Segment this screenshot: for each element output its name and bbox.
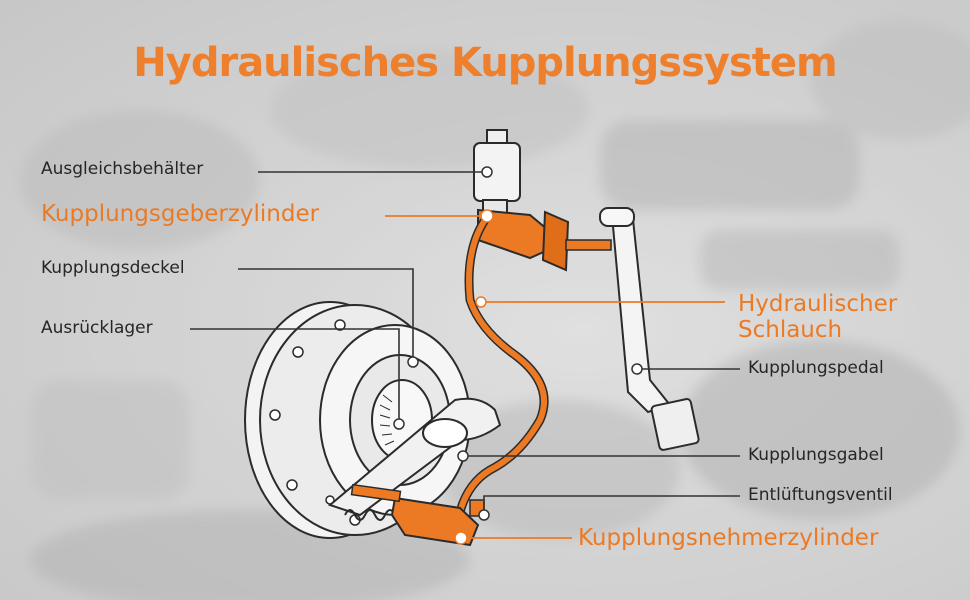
pedal-arm: [610, 208, 672, 414]
label-kupplungspedal: Kupplungspedal: [748, 358, 884, 378]
page-title: Hydraulisches Kupplungssystem: [133, 40, 837, 86]
pedal-pad: [650, 398, 700, 451]
leader-lines: [190, 171, 740, 515]
label-hydraulischer-line1: Hydraulischer: [738, 291, 898, 317]
label-kupplungsnehmerzylinder: Kupplungsnehmerzylinder: [578, 525, 879, 551]
pedal-pivot: [599, 207, 635, 227]
label-kupplungsgabel: Kupplungsgabel: [748, 445, 884, 465]
label-ausruecklager: Ausrücklager: [41, 318, 153, 338]
slave-pushrod: [350, 483, 402, 503]
label-entlueftungsventil: Entlüftungsventil: [748, 485, 893, 505]
master-pushrod: [565, 239, 612, 251]
master-flange: [541, 210, 570, 272]
accent-leader-lines: [385, 215, 725, 539]
label-ausgleichsbehaelter: Ausgleichsbehälter: [41, 159, 204, 179]
spline-lines: [379, 394, 395, 446]
fork-eye: [422, 418, 468, 448]
callout-dots: [393, 166, 643, 545]
label-kupplungsdeckel: Kupplungsdeckel: [41, 258, 185, 278]
label-schlauch-line2: Schlauch: [738, 317, 843, 344]
label-hydraulischer-schlauch: Hydraulischer Schlauch: [738, 291, 897, 344]
label-kupplungsgeberzylinder: Kupplungsgeberzylinder: [41, 201, 320, 227]
reservoir: [473, 129, 521, 217]
